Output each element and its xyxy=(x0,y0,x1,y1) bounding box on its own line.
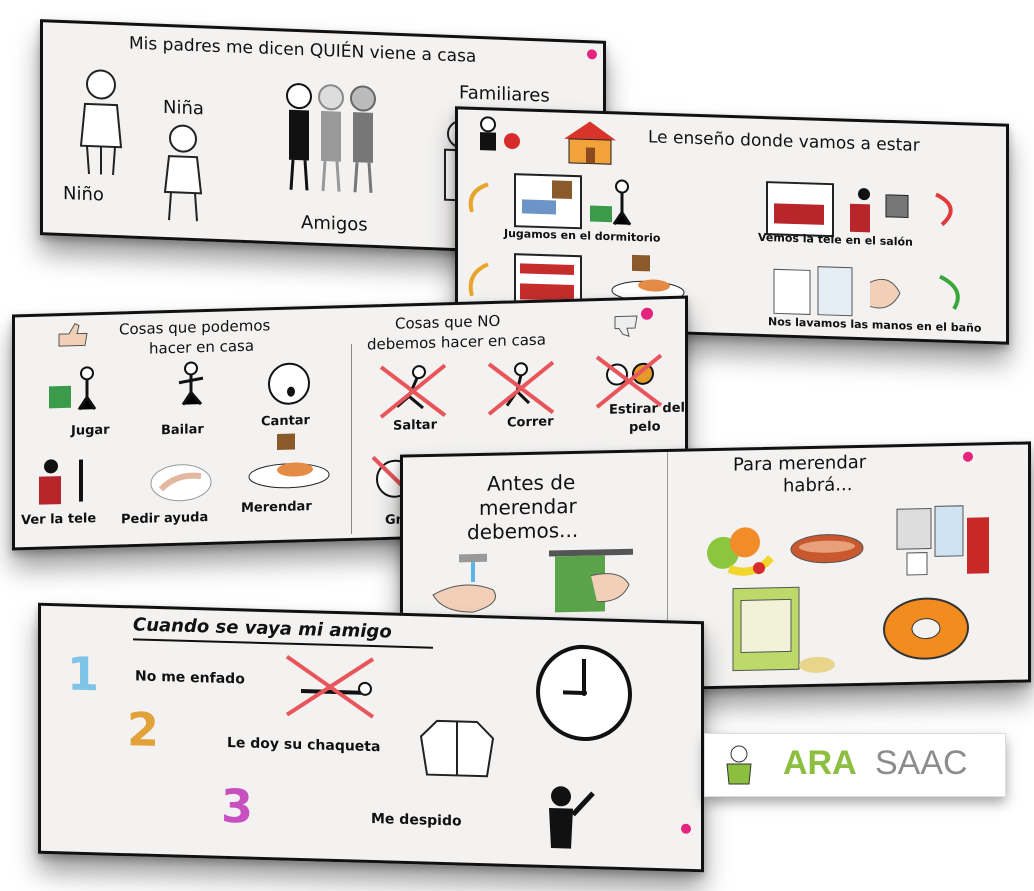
step-le-doy-su-chaqueta: Le doy su chaqueta xyxy=(227,734,381,756)
card-donde-estar: Le enseño donde vamos a estar Jugamos en… xyxy=(455,106,1009,345)
boy-figure-icon xyxy=(79,69,123,176)
pink-dot xyxy=(963,451,973,462)
angry-crossed-icon xyxy=(285,655,375,719)
card4-title-right-2: habrá... xyxy=(783,474,853,497)
card4-title-right-1: Para merendar xyxy=(733,451,867,476)
pull-hair-crossed-icon xyxy=(595,353,663,409)
label-nina: Niña xyxy=(163,96,204,120)
pink-dot xyxy=(641,307,653,320)
clock-icon xyxy=(536,644,632,741)
dry-hands-towel-icon xyxy=(549,548,633,613)
item-estirar-del: Estirar del xyxy=(609,400,685,418)
run-crossed-icon xyxy=(487,360,555,416)
card1-title: Mis padres me dicen QUIÉN viene a casa xyxy=(129,33,477,67)
friends-group-icon xyxy=(286,83,376,193)
curved-arrow-green-icon xyxy=(939,274,960,311)
jacket-icon xyxy=(419,719,495,778)
curved-arrow-icon-2 xyxy=(468,262,489,297)
curved-arrow-red-icon xyxy=(935,192,953,227)
item-pedir-ayuda: Pedir ayuda xyxy=(121,509,209,528)
item-cantar: Cantar xyxy=(261,413,310,430)
caption-dormitorio: Jugamos en el dormitorio xyxy=(504,226,661,245)
snack-icon xyxy=(248,433,330,489)
card3-title-left-1: Cosas que podemos xyxy=(119,316,271,339)
watch-tv-icon xyxy=(39,459,83,505)
arasaac-logo: ARA SAAC xyxy=(704,733,1006,797)
item-correr: Correr xyxy=(507,414,554,431)
house-icon xyxy=(564,121,616,165)
card3-title-right-2: debemos hacer en casa xyxy=(367,330,546,354)
play-icon xyxy=(49,366,97,411)
help-icon xyxy=(150,464,212,502)
living-room-icon xyxy=(766,181,834,238)
item-merendar: Merendar xyxy=(241,499,312,517)
caption-bano: Nos lavamos las manos en el baño xyxy=(768,315,982,335)
card-cuando-se-vaya: Cuando se vaya mi amigo 1 No me enfado 2… xyxy=(38,602,704,873)
label-nino: Niño xyxy=(63,183,104,206)
jump-crossed-icon xyxy=(379,363,447,419)
wash-hands-icon xyxy=(432,553,496,613)
thumbs-up-icon xyxy=(58,323,88,347)
card5-title: Cuando se vaya mi amigo xyxy=(133,614,392,643)
sandwich-icon xyxy=(790,534,864,564)
logo-text-ara: ARA xyxy=(783,744,857,782)
pink-dot xyxy=(587,49,597,60)
number-one-icon: 1 xyxy=(67,646,100,702)
item-ver-la-tele: Ver la tele xyxy=(21,511,97,529)
card2-title: Le enseño donde vamos a estar xyxy=(648,127,920,156)
number-three-icon: 3 xyxy=(221,778,254,834)
logo-text-saac: SAAC xyxy=(875,744,968,782)
step-no-me-enfado: No me enfado xyxy=(135,668,245,688)
arasaac-mascot-icon xyxy=(726,745,752,785)
pink-dot xyxy=(681,823,691,834)
watching-tv-icon xyxy=(850,188,909,233)
number-two-icon: 2 xyxy=(127,702,160,758)
item-jugar: Jugar xyxy=(71,422,110,439)
dance-icon xyxy=(178,361,204,406)
card3-title-left-2: hacer en casa xyxy=(149,336,255,358)
card-cosas-en-casa: Cosas que podemos hacer en casa Cosas qu… xyxy=(12,295,688,551)
chips-icon xyxy=(732,586,835,673)
card4-title-left-2: merendar xyxy=(479,493,577,520)
donut-icon xyxy=(883,597,969,660)
divider xyxy=(351,343,352,534)
card-merendar: Antes de merendar debemos... Para merend… xyxy=(400,441,1031,696)
bathroom-handwash-icon xyxy=(773,266,901,317)
curved-arrow-icon xyxy=(468,182,489,213)
card4-title-left-1: Antes de xyxy=(487,469,576,496)
bedroom-icon xyxy=(514,173,582,230)
card4-title-left-3: debemos... xyxy=(467,517,579,545)
fruit-icon xyxy=(707,527,774,576)
sing-icon xyxy=(268,362,310,405)
step-me-despido: Me despido xyxy=(371,811,462,830)
item-saltar: Saltar xyxy=(393,417,437,434)
card3-title-right-1: Cosas que NO xyxy=(395,311,501,333)
item-pelo: pelo xyxy=(629,419,661,436)
playing-child-icon xyxy=(590,179,632,226)
drinks-icon xyxy=(896,505,989,576)
waving-person-icon xyxy=(549,786,595,849)
person-with-ball-icon xyxy=(480,116,520,151)
thumbs-down-icon xyxy=(614,315,638,337)
label-familiares: Familiares xyxy=(459,82,550,107)
girl-figure-icon xyxy=(163,124,203,222)
label-amigos: Amigos xyxy=(301,212,368,236)
item-bailar: Bailar xyxy=(161,422,204,439)
